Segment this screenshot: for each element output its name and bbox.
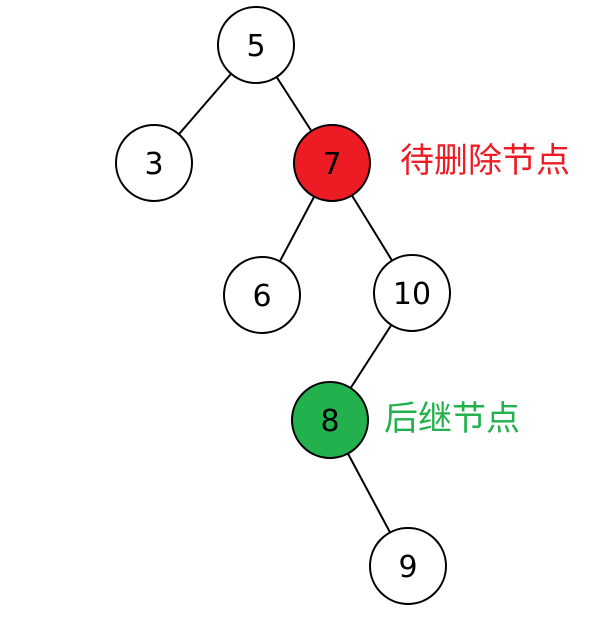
node-circle [293, 124, 371, 202]
delete-node-label: 待删除节点 [400, 141, 570, 181]
node-label: 6 [252, 279, 271, 314]
tree-node-3: 3 [115, 124, 193, 202]
node-circle [217, 6, 295, 84]
node-label: 9 [398, 550, 417, 585]
tree-node-10: 10 [373, 254, 451, 332]
tree-node-9: 9 [369, 527, 447, 605]
node-circle [373, 254, 451, 332]
node-circle [291, 381, 369, 459]
node-label: 8 [320, 404, 339, 439]
successor-node-label: 后继节点 [384, 399, 520, 439]
tree-node-7: 7 [293, 124, 371, 202]
node-circle [223, 256, 301, 334]
node-label: 5 [246, 29, 265, 64]
tree-node-5: 5 [217, 6, 295, 84]
tree-node-6: 6 [223, 256, 301, 334]
node-label: 3 [144, 147, 163, 182]
node-label: 10 [393, 277, 431, 312]
tree-node-8: 8 [291, 381, 369, 459]
node-circle [115, 124, 193, 202]
node-circle [369, 527, 447, 605]
node-label: 7 [322, 147, 341, 182]
